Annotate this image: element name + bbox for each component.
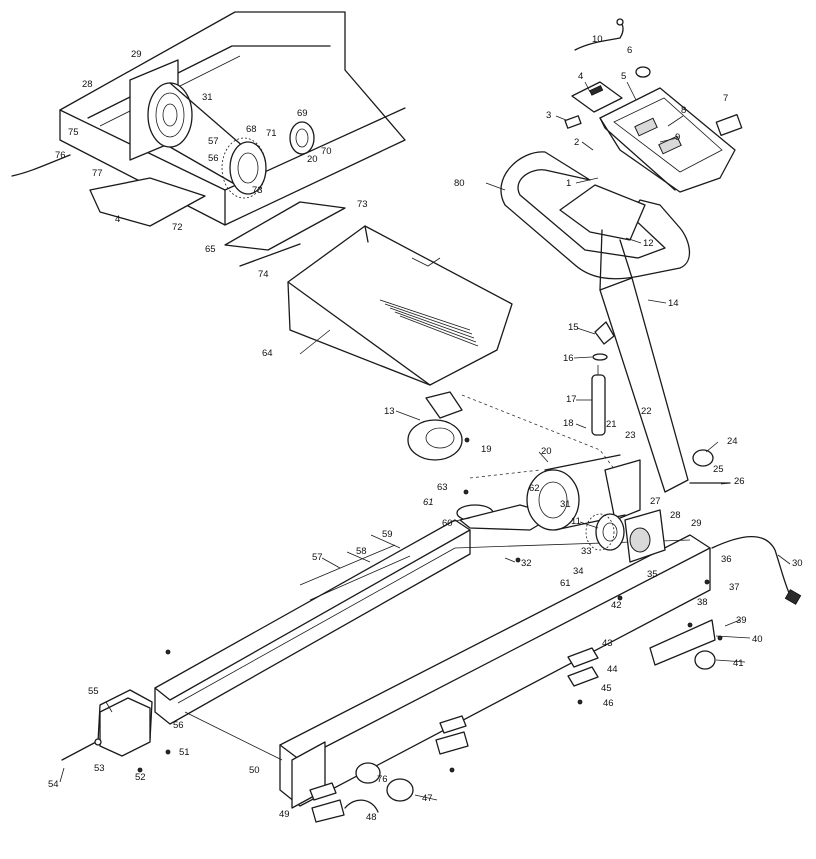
assembly-guide-line xyxy=(469,469,541,479)
part-label: 15 xyxy=(568,322,579,333)
part-label: 22 xyxy=(641,406,652,417)
part-label: 24 xyxy=(727,436,738,447)
inset-part-label: 75 xyxy=(68,127,79,138)
console-assembly xyxy=(500,18,743,521)
part-label: 19 xyxy=(481,444,492,455)
inset-part-label: 73 xyxy=(357,199,368,210)
inset-part-label: 69 xyxy=(297,108,308,119)
part-label: 51 xyxy=(179,747,190,758)
inset-part-label: 76 xyxy=(55,150,66,161)
part-label: 29 xyxy=(691,518,702,529)
part-label: 41 xyxy=(733,658,744,669)
inset-part-label: 74 xyxy=(258,269,269,280)
part-label: 26 xyxy=(734,476,745,487)
inset-part-label: 68 xyxy=(246,124,257,135)
part-label: 5 xyxy=(621,71,626,82)
part-label: 38 xyxy=(697,597,708,608)
part-label: 36 xyxy=(721,554,732,565)
part-label: 54 xyxy=(48,779,59,790)
part-label: 43 xyxy=(602,638,613,649)
part-label: 33 xyxy=(581,546,592,557)
part-label: 62 xyxy=(529,483,540,494)
inset-part-label: 71 xyxy=(266,128,277,139)
bracket-part-13 xyxy=(407,391,463,461)
part-label: 13 xyxy=(384,406,395,417)
part-label: 46 xyxy=(603,698,614,709)
inset-part-label: 70 xyxy=(321,146,332,157)
treadmill-frame xyxy=(61,454,802,823)
part-label: 18 xyxy=(563,418,574,429)
part-label: 21 xyxy=(606,419,617,430)
part-label: 31 xyxy=(560,499,571,510)
part-label: 57 xyxy=(312,552,323,563)
part-label: 23 xyxy=(625,430,636,441)
part-label: 25 xyxy=(713,464,724,475)
motor-hood xyxy=(287,225,513,386)
inset-part-label: 65 xyxy=(205,244,216,255)
part-label: 60 xyxy=(442,518,453,529)
part-label: 39 xyxy=(736,615,747,626)
fastener-markers xyxy=(137,437,723,773)
motor-compartment-inset xyxy=(11,11,406,267)
inset-part-label: 20 xyxy=(307,154,318,165)
part-label: 55 xyxy=(88,686,99,697)
part-label: 61 xyxy=(560,578,571,589)
part-label: 16 xyxy=(563,353,574,364)
part-label: 30 xyxy=(792,558,803,569)
inset-part-label: 57 xyxy=(208,136,219,147)
part-label: 48 xyxy=(366,812,377,823)
part-label: 63 xyxy=(437,482,448,493)
part-label: 9 xyxy=(675,132,680,143)
part-label: 32 xyxy=(521,558,532,569)
inset-part-labels: 28 29 31 69 68 71 70 20 57 56 75 76 77 7… xyxy=(55,49,368,280)
part-label: 27 xyxy=(650,496,661,507)
inset-part-label: 56 xyxy=(208,153,219,164)
inset-part-label: 77 xyxy=(92,168,103,179)
part-label: 58 xyxy=(356,546,367,557)
inset-part-label: 73 xyxy=(252,185,263,196)
part-label: 50 xyxy=(249,765,260,776)
part-label: 2 xyxy=(574,137,579,148)
part-label: 56 xyxy=(173,720,184,731)
part-label: 6 xyxy=(627,45,632,56)
assembly-guide-line xyxy=(461,394,616,471)
part-label: 64 xyxy=(262,348,273,359)
part-label: 7 xyxy=(723,93,728,104)
part-label: 44 xyxy=(607,664,618,675)
part-label: 8 xyxy=(681,105,686,116)
part-label: 80 xyxy=(454,178,465,189)
inset-part-label: 29 xyxy=(131,49,142,60)
part-label: 12 xyxy=(643,238,654,249)
part-label: 35 xyxy=(647,569,658,580)
part-label: 45 xyxy=(601,683,612,694)
inset-part-label: 31 xyxy=(202,92,213,103)
part-labels: 1 2 3 4 5 6 7 8 9 10 11 12 13 14 15 16 1… xyxy=(48,34,803,823)
part-label: 42 xyxy=(611,600,622,611)
part-label: 61 xyxy=(423,497,434,508)
part-label: 14 xyxy=(668,298,679,309)
inset-part-label: 72 xyxy=(172,222,183,233)
inset-part-label: 28 xyxy=(82,79,93,90)
part-label: 28 xyxy=(670,510,681,521)
part-label: 20 xyxy=(541,446,552,457)
part-label: 37 xyxy=(729,582,740,593)
inset-part-label: 4 xyxy=(115,214,120,225)
part-label: 3 xyxy=(546,110,551,121)
part-label: 52 xyxy=(135,772,146,783)
part-label: 34 xyxy=(573,566,584,577)
part-label: 53 xyxy=(94,763,105,774)
part-label: 47 xyxy=(422,793,433,804)
part-label: 40 xyxy=(752,634,763,645)
part-label: 59 xyxy=(382,529,393,540)
part-label: 4 xyxy=(578,71,583,82)
part-label: 76 xyxy=(377,774,388,785)
part-label: 11 xyxy=(571,516,581,527)
part-label: 1 xyxy=(566,178,571,189)
part-label: 10 xyxy=(592,34,603,45)
part-label: 17 xyxy=(566,394,577,405)
part-label: 49 xyxy=(279,809,290,820)
